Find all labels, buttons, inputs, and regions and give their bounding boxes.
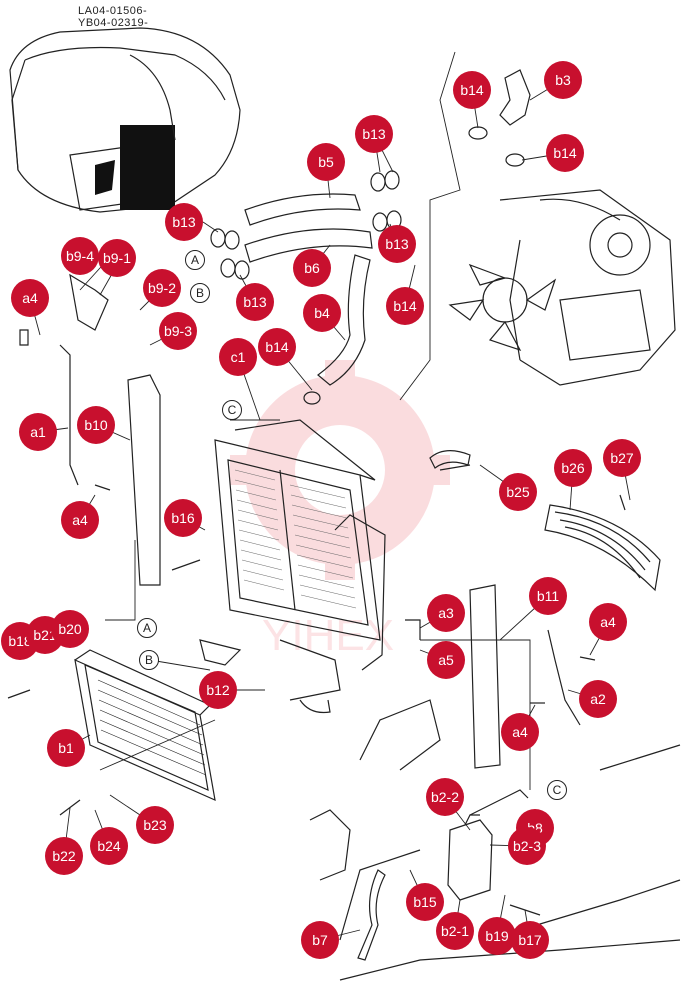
machine-overview — [9, 27, 241, 213]
callout-b10[interactable]: b10 — [77, 406, 115, 444]
watermark-text: YIHEX — [262, 611, 394, 660]
callout-b27[interactable]: b27 — [603, 439, 641, 477]
ref-marker-a: A — [137, 618, 157, 638]
callout-b22[interactable]: b22 — [45, 837, 83, 875]
callout-b11[interactable]: b11 — [529, 577, 567, 615]
ref-marker-b: B — [190, 283, 210, 303]
callout-b14[interactable]: b14 — [258, 328, 296, 366]
callout-b19[interactable]: b19 — [478, 917, 516, 955]
bolts — [7, 329, 626, 916]
ref-marker-c: C — [222, 400, 242, 420]
callout-b12[interactable]: b12 — [199, 671, 237, 709]
reserve-tank — [447, 789, 529, 901]
callout-b2-3[interactable]: b2-3 — [508, 827, 546, 865]
hose-clamps — [210, 126, 525, 405]
side-plates — [127, 374, 661, 769]
callout-a1[interactable]: a1 — [19, 413, 57, 451]
stays — [59, 273, 581, 726]
callout-b9-1[interactable]: b9-1 — [98, 239, 136, 277]
radiator-mesh — [234, 469, 357, 609]
serial-range-1: LA04-01506- — [78, 5, 148, 17]
callout-a4[interactable]: a4 — [589, 603, 627, 641]
callout-b17[interactable]: b17 — [511, 921, 549, 959]
callout-c1[interactable]: c1 — [219, 338, 257, 376]
ref-marker-a: A — [185, 250, 205, 270]
callout-b9-2[interactable]: b9-2 — [143, 269, 181, 307]
callout-b3[interactable]: b3 — [544, 61, 582, 99]
oil-cooler — [74, 649, 216, 802]
callout-b7[interactable]: b7 — [301, 921, 339, 959]
callout-b13[interactable]: b13 — [165, 203, 203, 241]
callout-a4[interactable]: a4 — [11, 279, 49, 317]
callout-b14[interactable]: b14 — [546, 134, 584, 172]
callout-a3[interactable]: a3 — [427, 594, 465, 632]
callout-b5[interactable]: b5 — [307, 143, 345, 181]
serial-range-2: YB04-02319- — [78, 17, 149, 29]
cooling-fan — [448, 263, 557, 352]
callout-b13[interactable]: b13 — [378, 225, 416, 263]
radiator-core — [199, 419, 386, 701]
callout-b13[interactable]: b13 — [355, 115, 393, 153]
callout-b23[interactable]: b23 — [136, 806, 174, 844]
callout-a4[interactable]: a4 — [61, 501, 99, 539]
callout-b14[interactable]: b14 — [453, 71, 491, 109]
callout-b9-4[interactable]: b9-4 — [61, 237, 99, 275]
engine-block — [499, 189, 676, 386]
callout-b9-3[interactable]: b9-3 — [159, 312, 197, 350]
frame — [309, 699, 681, 981]
ref-marker-b: B — [139, 650, 159, 670]
callout-a4[interactable]: a4 — [501, 713, 539, 751]
callout-b1[interactable]: b1 — [47, 729, 85, 767]
callout-a5[interactable]: a5 — [427, 641, 465, 679]
callout-b13[interactable]: b13 — [236, 283, 274, 321]
callout-b15[interactable]: b15 — [406, 883, 444, 921]
callout-b20[interactable]: b20 — [51, 610, 89, 648]
callout-b26[interactable]: b26 — [554, 449, 592, 487]
ref-marker-c: C — [547, 780, 567, 800]
callout-b14[interactable]: b14 — [386, 287, 424, 325]
callout-b6[interactable]: b6 — [293, 249, 331, 287]
callout-b25[interactable]: b25 — [499, 473, 537, 511]
callout-b2-1[interactable]: b2-1 — [436, 912, 474, 950]
callout-b2-2[interactable]: b2-2 — [426, 778, 464, 816]
callout-b16[interactable]: b16 — [164, 499, 202, 537]
callout-b4[interactable]: b4 — [303, 294, 341, 332]
callout-a2[interactable]: a2 — [579, 680, 617, 718]
callout-b24[interactable]: b24 — [90, 827, 128, 865]
